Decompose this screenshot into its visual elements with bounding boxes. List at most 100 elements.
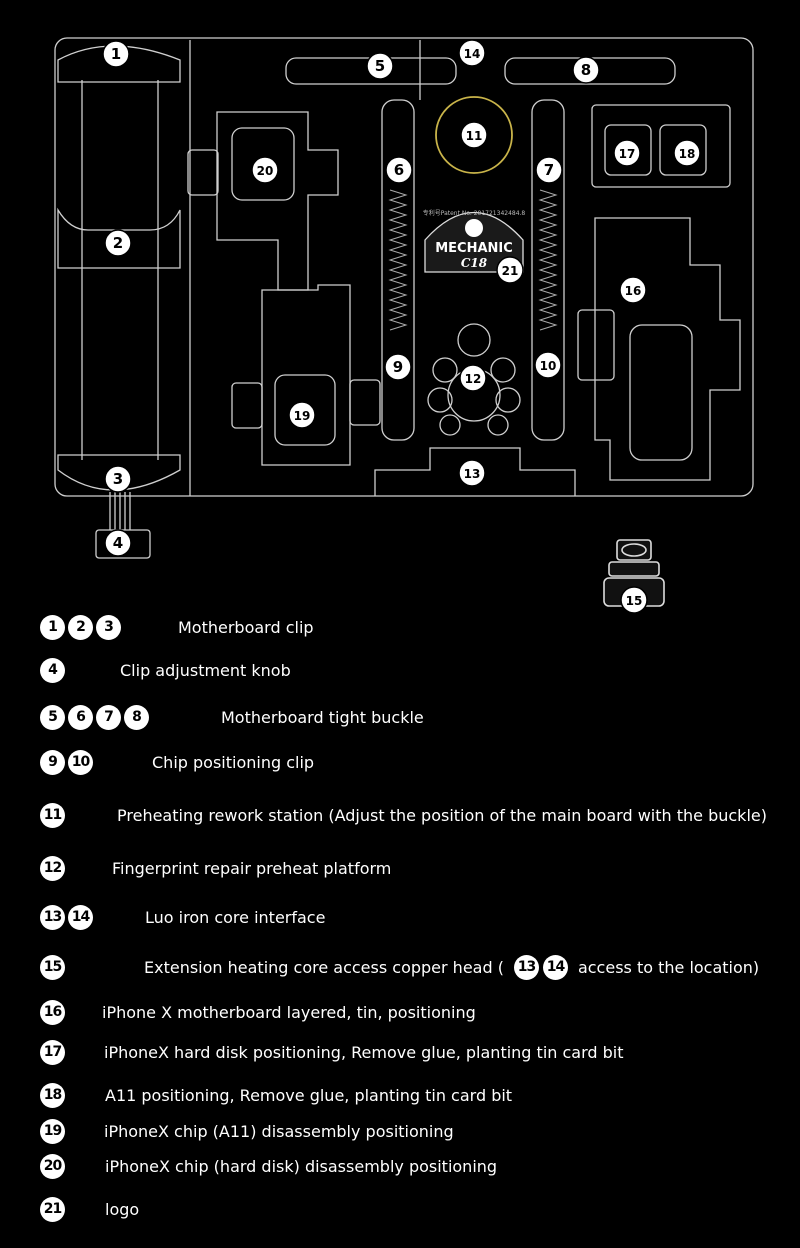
legend-text: Motherboard clip (178, 617, 314, 637)
legend-row: 4 Clip adjustment knob (40, 655, 291, 685)
svg-text:7: 7 (544, 161, 554, 179)
holder-20-shape (216, 111, 339, 291)
spring-7-10-shape (531, 99, 565, 441)
fingerprint-platform-12-shape (427, 323, 521, 436)
callout-15: 15 (620, 586, 648, 614)
legend-text: Motherboard tight buckle (221, 707, 424, 727)
logo-model: C18 (461, 256, 488, 270)
holder-16-shape (594, 217, 741, 481)
svg-text:8: 8 (581, 61, 591, 79)
legend-text: A11 positioning, Remove glue, planting t… (105, 1085, 513, 1105)
callout-4: 4 (104, 529, 132, 557)
legend-badges: 17 (40, 1039, 65, 1065)
callout-11: 11 (460, 121, 488, 149)
callout-2: 2 (104, 229, 132, 257)
svg-text:16: 16 (625, 284, 642, 298)
legend-row: 15 Extension heating core access copper h… (40, 952, 759, 982)
holder-19-shape (261, 284, 351, 466)
svg-text:10: 10 (540, 359, 557, 373)
callout-21: 21 (496, 256, 524, 284)
legend-row: 12 Fingerprint repair preheat platform (40, 853, 391, 883)
legend-badges: 20 (40, 1153, 65, 1179)
legend-badges: 16 (40, 999, 65, 1025)
callout-18: 18 (673, 139, 701, 167)
number-badge: 16 (40, 999, 65, 1025)
callout-5: 5 (366, 52, 394, 80)
legend-text-after: access to the location) (577, 957, 760, 977)
svg-text:3: 3 (113, 470, 123, 488)
number-badge: 5 (40, 704, 65, 730)
logo-plate-21: MECHANIC C18 专利号Patent No. 201721342484.… (423, 209, 526, 273)
spring-6-9-shape (381, 99, 415, 441)
number-badge: 19 (40, 1118, 65, 1144)
number-badge: 4 (40, 657, 65, 683)
board-outline (54, 37, 754, 497)
callout-7: 7 (535, 156, 563, 184)
callout-13: 13 (458, 459, 486, 487)
callout-1: 1 (102, 40, 130, 68)
number-badge: 17 (40, 1039, 65, 1065)
legend-text: Extension heating core access copper hea… (144, 957, 504, 977)
svg-text:18: 18 (679, 147, 696, 161)
number-badge: 8 (124, 704, 149, 730)
callout-8: 8 (572, 56, 600, 84)
legend-text: iPhoneX chip (hard disk) disassembly pos… (105, 1156, 498, 1176)
callout-10: 10 (534, 351, 562, 379)
legend-row: 20 iPhoneX chip (hard disk) disassembly p… (40, 1151, 497, 1181)
legend-badges: 19 (40, 1118, 65, 1144)
svg-text:2: 2 (113, 234, 123, 252)
callout-16: 16 (619, 276, 647, 304)
number-badge: 14 (542, 954, 568, 980)
legend-badges: 4 (40, 657, 65, 683)
legend-badges: 15 (40, 954, 65, 980)
legend-text: Fingerprint repair preheat platform (112, 858, 392, 878)
patent-text: 专利号Patent No. 201721342484.8 (423, 209, 526, 217)
number-badge: 2 (68, 614, 93, 640)
svg-text:6: 6 (394, 161, 404, 179)
number-badge: 13 (40, 904, 65, 930)
number-badge: 12 (40, 855, 65, 881)
svg-text:21: 21 (502, 264, 519, 278)
legend-text: iPhoneX hard disk positioning, Remove gl… (104, 1042, 624, 1062)
number-badge: 15 (40, 954, 65, 980)
legend-row: 16 iPhone X motherboard layered, tin, pos… (40, 997, 476, 1027)
holder-17-18-shape (591, 104, 731, 188)
legend-badges: 12 (40, 855, 65, 881)
svg-text:12: 12 (465, 372, 482, 386)
legend-text: Luo iron core interface (145, 907, 326, 927)
callout-6: 6 (385, 156, 413, 184)
logo-text: MECHANIC (435, 241, 513, 256)
number-badge: 7 (96, 704, 121, 730)
callout-12: 12 (459, 364, 487, 392)
number-badge: 10 (68, 749, 93, 775)
legend-text: Chip positioning clip (152, 752, 315, 772)
knob-4-shape (95, 492, 151, 559)
number-badge: 1 (40, 614, 65, 640)
number-badge: 20 (40, 1153, 65, 1179)
legend-text: Clip adjustment knob (120, 660, 291, 680)
number-badge: 18 (40, 1082, 65, 1108)
preheat-station-11-shape (435, 96, 513, 174)
svg-text:11: 11 (466, 129, 483, 143)
legend-badges: 21 (40, 1196, 65, 1222)
legend-text: logo (105, 1199, 140, 1219)
legend-row: 17 iPhoneX hard disk positioning, Remove … (40, 1037, 624, 1067)
callout-3: 3 (104, 465, 132, 493)
number-badge: 13 (513, 954, 539, 980)
callout-19: 19 (288, 401, 316, 429)
legend-text: iPhone X motherboard layered, tin, posit… (102, 1002, 476, 1022)
callout-14: 14 (458, 39, 486, 67)
interface-13-shape (374, 447, 576, 496)
svg-text:4: 4 (113, 534, 123, 552)
legend-row: 21 logo (40, 1194, 139, 1224)
clip-1-shape (57, 45, 181, 83)
